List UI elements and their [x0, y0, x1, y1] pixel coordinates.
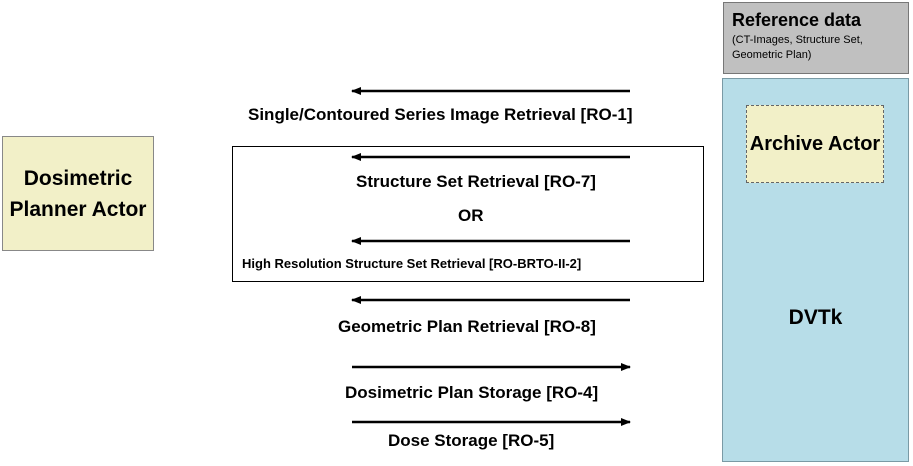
label-ro1: Single/Contoured Series Image Retrieval …: [248, 105, 633, 124]
archive-actor-label: Archive Actor: [749, 133, 881, 155]
label-ro5: Dose Storage [RO-5]: [388, 431, 555, 450]
structure-set-group-box: [232, 146, 704, 282]
dosimetric-planner-actor-box: Dosimetric Planner Actor: [2, 136, 154, 251]
label-brto: High Resolution Structure Set Retrieval …: [242, 256, 582, 271]
reference-data-box: Reference data (CT-Images, Structure Set…: [723, 2, 909, 74]
reference-data-subtitle: (CT-Images, Structure Set, Geometric Pla…: [732, 34, 863, 61]
label-ro7: Structure Set Retrieval [RO-7]: [356, 172, 596, 191]
dvtk-label: DVTk: [788, 306, 843, 329]
archive-actor-box: Archive Actor: [746, 105, 884, 183]
label-or: OR: [458, 206, 484, 225]
dosimetric-planner-actor-label: Dosimetric Planner Actor: [9, 166, 147, 221]
label-ro8: Geometric Plan Retrieval [RO-8]: [338, 317, 596, 336]
label-ro4: Dosimetric Plan Storage [RO-4]: [345, 383, 599, 402]
reference-data-title: Reference data: [732, 10, 862, 30]
